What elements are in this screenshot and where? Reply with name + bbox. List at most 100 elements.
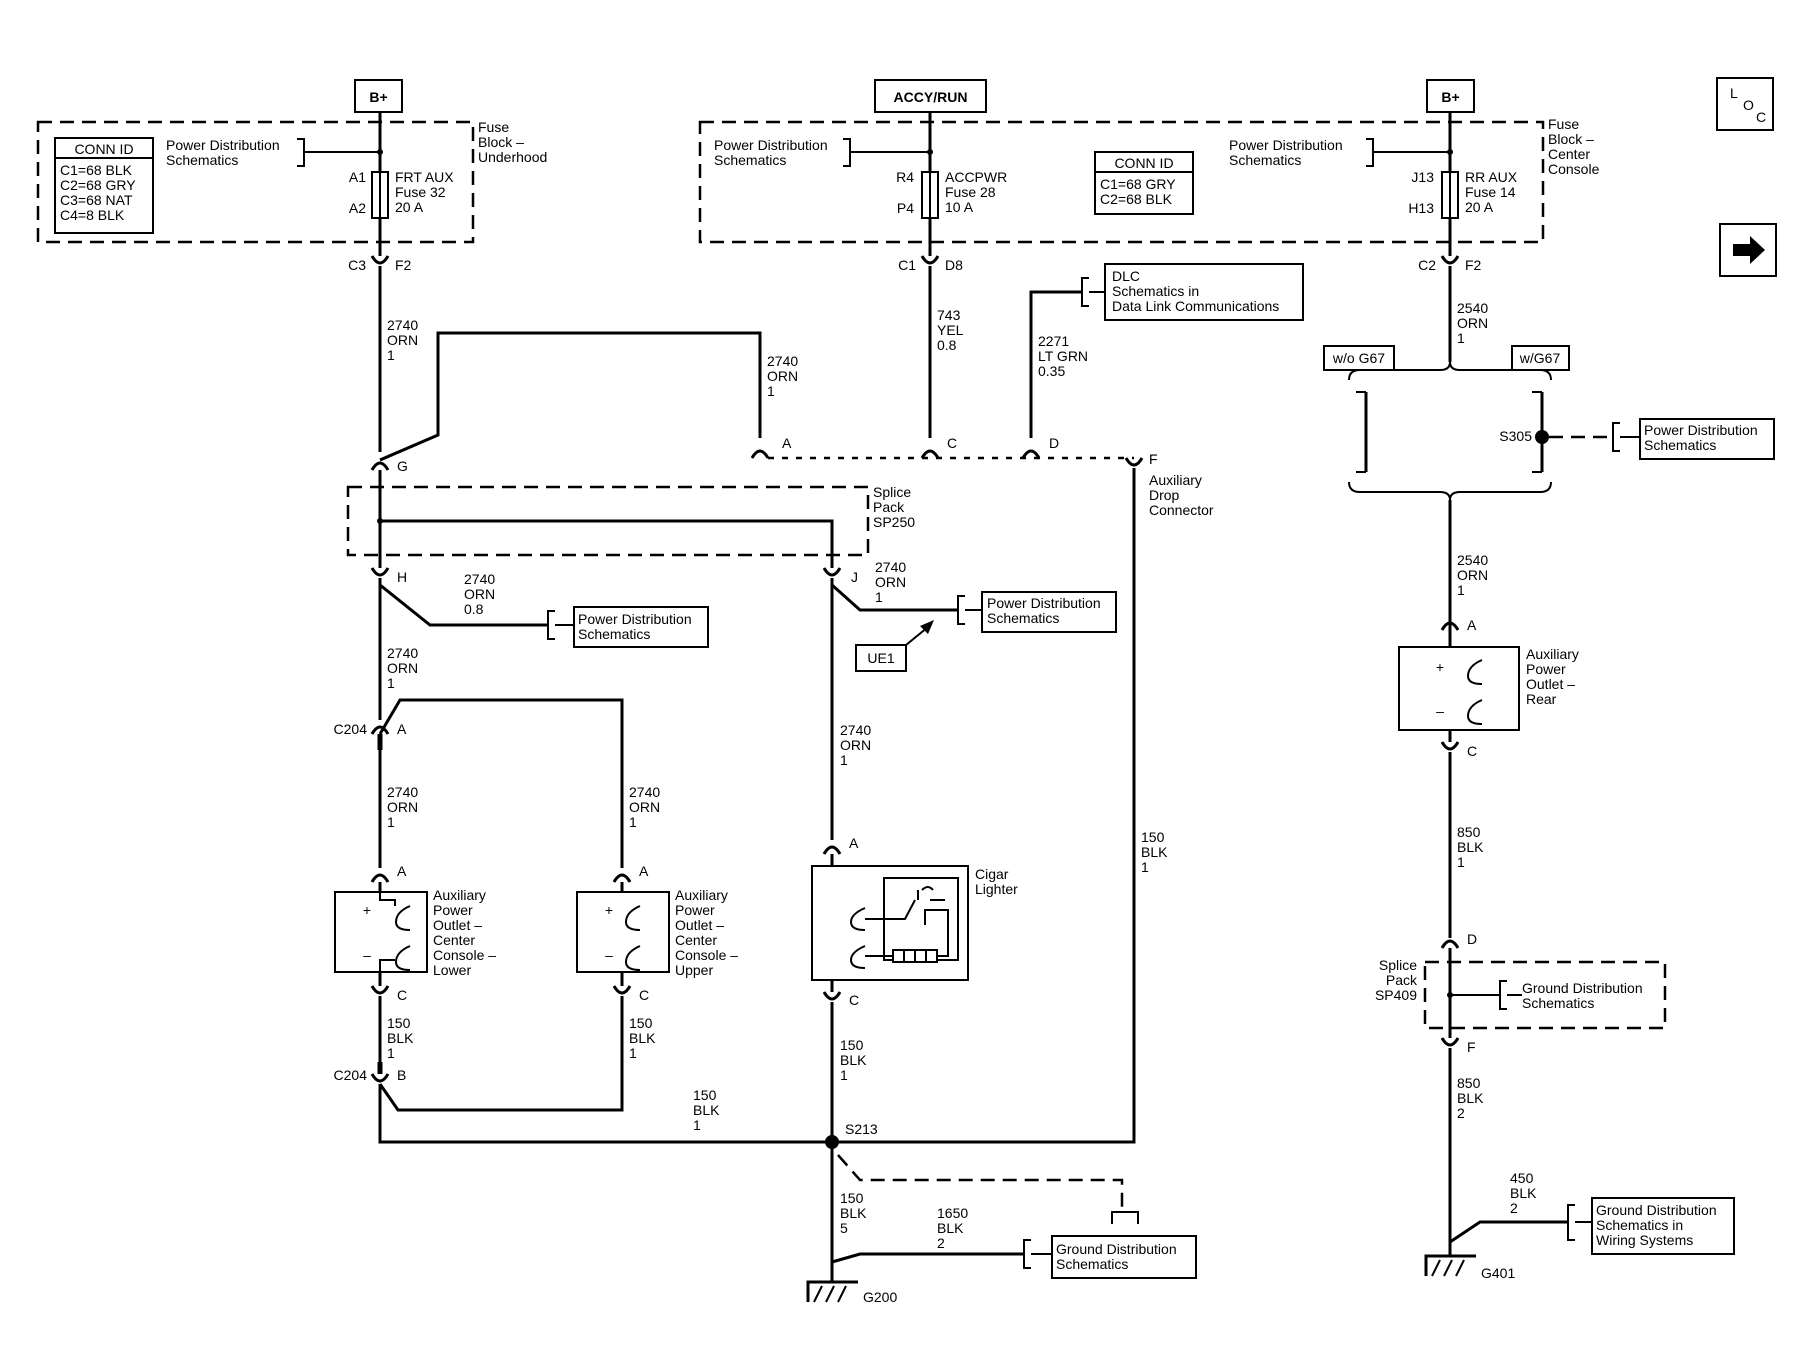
svg-text:–: – <box>1436 703 1444 719</box>
svg-text:1: 1 <box>387 347 395 363</box>
svg-text:Fuse 14: Fuse 14 <box>1465 184 1516 200</box>
wire-150-upper <box>378 996 624 1112</box>
svg-text:1: 1 <box>1457 854 1465 870</box>
label-wire-850-a: 850 BLK 1 <box>1457 824 1484 870</box>
power-distribution-ref-acc[interactable]: Power Distribution Schematics <box>714 137 933 168</box>
svg-text:Center: Center <box>675 932 717 948</box>
svg-text:Power Distribution: Power Distribution <box>578 611 692 627</box>
connector-c2-f2: C2 F2 <box>1418 218 1482 273</box>
label-wire-2740-a: 2740 ORN 1 <box>767 353 798 399</box>
svg-text:BLK: BLK <box>840 1205 867 1221</box>
ue1-callout[interactable]: UE1 <box>855 620 934 672</box>
svg-text:Console –: Console – <box>433 947 496 963</box>
svg-text:C2: C2 <box>1418 257 1436 273</box>
svg-text:DLC: DLC <box>1112 268 1140 284</box>
svg-text:D8: D8 <box>945 257 963 273</box>
connector-c3-f2: C3 F2 <box>348 218 412 273</box>
svg-text:1: 1 <box>1457 582 1465 598</box>
label-wire-150-lower: 150 BLK 1 <box>387 1015 414 1061</box>
ground-distribution-ref-g200[interactable]: Ground Distribution Schematics <box>1023 1235 1197 1279</box>
svg-text:FRT AUX: FRT AUX <box>395 169 454 185</box>
label-wire-850-b: 850 BLK 2 <box>1457 1075 1484 1121</box>
svg-text:YEL: YEL <box>937 322 964 338</box>
svg-text:A1: A1 <box>349 169 366 185</box>
connector-c204-a: C204 A <box>334 721 407 750</box>
svg-text:Ground Distribution: Ground Distribution <box>1056 1241 1177 1257</box>
location-icon[interactable]: L O C <box>1716 77 1774 131</box>
svg-text:2740: 2740 <box>464 571 495 587</box>
conn-id-table-underhood: CONN ID C1=68 BLK C2=68 GRY C3=68 NAT C4… <box>54 137 154 234</box>
svg-text:SP250: SP250 <box>873 514 915 530</box>
svg-text:150: 150 <box>840 1190 864 1206</box>
svg-text:R4: R4 <box>896 169 914 185</box>
power-distribution-ref-h[interactable]: Power Distribution Schematics <box>547 606 709 648</box>
dlc-schematics-ref[interactable]: DLC Schematics in Data Link Communicatio… <box>1081 263 1304 321</box>
label-wire-743: 743 YEL 0.8 <box>937 307 964 353</box>
arrow-right-icon[interactable] <box>1719 223 1777 277</box>
svg-text:0.8: 0.8 <box>464 601 484 617</box>
svg-text:Fuse: Fuse <box>478 119 509 135</box>
svg-text:Data Link Communications: Data Link Communications <box>1112 298 1279 314</box>
ground-g401: G401 <box>1424 1254 1515 1281</box>
svg-text:C: C <box>1756 109 1766 125</box>
svg-text:Schematics: Schematics <box>987 610 1059 626</box>
label-wire-2740-j: 2740 ORN 1 <box>875 559 906 605</box>
svg-text:C2=68 BLK: C2=68 BLK <box>1100 191 1173 207</box>
svg-text:1650: 1650 <box>937 1205 968 1221</box>
svg-text:C1=68 BLK: C1=68 BLK <box>60 162 133 178</box>
svg-text:C: C <box>947 435 957 451</box>
power-distribution-ref-rr[interactable]: Power Distribution Schematics <box>1229 137 1453 168</box>
svg-text:Auxiliary: Auxiliary <box>1526 646 1579 662</box>
b-plus-label-left: B+ <box>354 79 403 113</box>
svg-text:Splice: Splice <box>873 484 911 500</box>
ground-distribution-ref-g401[interactable]: Ground Distribution Schematics in Wiring… <box>1567 1197 1735 1255</box>
svg-text:ORN: ORN <box>464 586 495 602</box>
svg-text:2271: 2271 <box>1038 333 1069 349</box>
power-distribution-ref-j[interactable]: Power Distribution Schematics <box>957 591 1117 633</box>
svg-text:Schematics: Schematics <box>1229 152 1301 168</box>
auxiliary-drop-connector: A C D F Auxiliary Drop Connector <box>750 435 1214 518</box>
label-wire-2740-h: 2740 ORN 0.8 <box>464 571 495 617</box>
svg-text:Ground Distribution: Ground Distribution <box>1522 980 1643 996</box>
svg-text:Fuse 32: Fuse 32 <box>395 184 446 200</box>
wire-2740-upper <box>378 698 624 868</box>
fuse-32: A1 A2 FRT AUX Fuse 32 20 A <box>349 169 454 219</box>
fuse-block-center-console: Fuse Block – Center Console CONN ID C1=6… <box>698 116 1600 244</box>
svg-text:850: 850 <box>1457 824 1481 840</box>
svg-text:Schematics: Schematics <box>166 152 238 168</box>
pin-g: G <box>370 458 408 474</box>
svg-text:BLK: BLK <box>387 1030 414 1046</box>
wire-1650 <box>831 1252 1024 1264</box>
svg-text:A: A <box>639 863 649 879</box>
svg-text:2740: 2740 <box>875 559 906 575</box>
svg-text:2740: 2740 <box>387 784 418 800</box>
svg-text:S213: S213 <box>845 1121 878 1137</box>
svg-text:2740: 2740 <box>387 645 418 661</box>
svg-text:Auxiliary: Auxiliary <box>1149 472 1202 488</box>
svg-text:450: 450 <box>1510 1170 1534 1186</box>
svg-text:2740: 2740 <box>387 317 418 333</box>
svg-text:5: 5 <box>840 1220 848 1236</box>
svg-text:G: G <box>397 458 408 474</box>
label-wire-2740-top: 2740 ORN 1 <box>387 317 418 363</box>
svg-text:150: 150 <box>1141 829 1165 845</box>
svg-text:H: H <box>397 569 407 585</box>
svg-text:2740: 2740 <box>767 353 798 369</box>
svg-text:Schematics: Schematics <box>714 152 786 168</box>
svg-text:ORN: ORN <box>875 574 906 590</box>
wire-2740-to-drop-a <box>379 331 762 462</box>
svg-text:BLK: BLK <box>1141 844 1168 860</box>
wire-2740-h-branch <box>379 583 548 627</box>
svg-text:CONN ID: CONN ID <box>74 141 133 157</box>
svg-text:Schematics: Schematics <box>1056 1256 1128 1272</box>
svg-text:Schematics: Schematics <box>578 626 650 642</box>
svg-text:1: 1 <box>387 814 395 830</box>
fuse-28: R4 P4 ACCPWR Fuse 28 10 A <box>896 169 1007 219</box>
power-distribution-ref-underhood[interactable]: Power Distribution Schematics <box>166 137 383 168</box>
svg-text:C1: C1 <box>898 257 916 273</box>
label-wire-2271: 2271 LT GRN 0.35 <box>1038 333 1088 379</box>
svg-text:Outlet –: Outlet – <box>675 917 724 933</box>
svg-text:w/G67: w/G67 <box>1519 350 1561 366</box>
power-distribution-ref-s305[interactable]: Power Distribution Schematics <box>1612 418 1775 460</box>
